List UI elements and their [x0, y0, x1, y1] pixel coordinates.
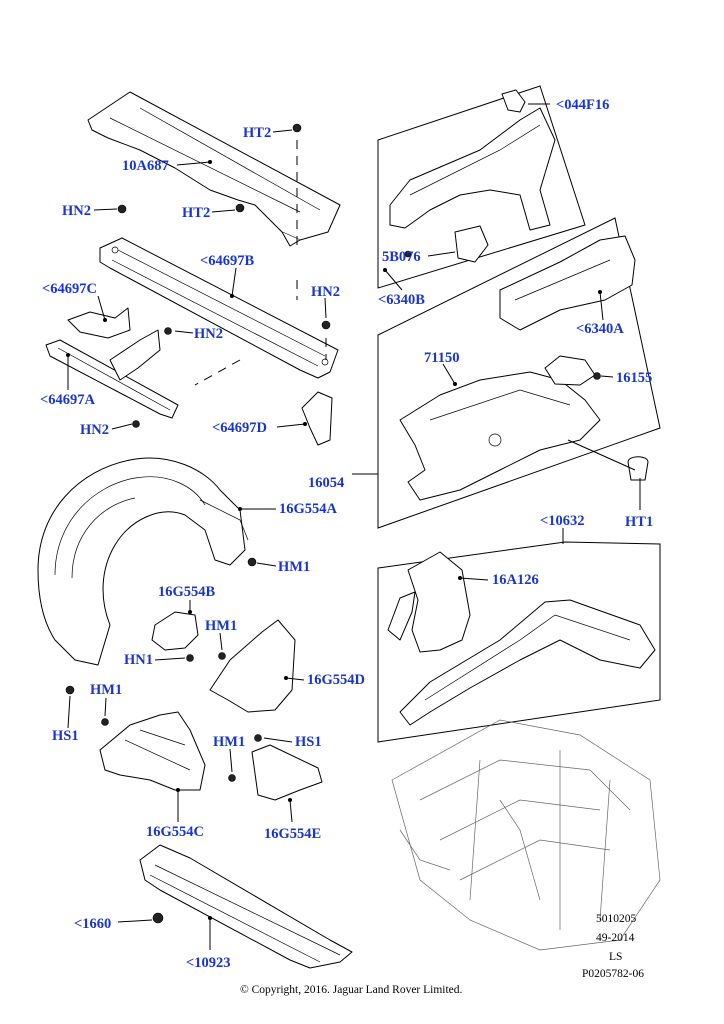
reference-codes: 5010205 49-2014 LS P0205782-06	[582, 913, 644, 980]
cap-HT1	[627, 456, 649, 481]
label-16G554A: 16G554A	[279, 501, 338, 517]
label-HN1: HN1	[124, 652, 153, 668]
group-box-16054	[377, 217, 661, 529]
copyright-notice: © Copyright, 2016. Jaguar Land Rover Lim…	[240, 984, 463, 996]
ref-code-3: LS	[609, 951, 622, 963]
leader-lines	[66, 103, 641, 950]
label-HN2-a: HN2	[62, 203, 91, 219]
ref-code-2: 49-2014	[596, 932, 635, 944]
group-box-10632	[377, 541, 661, 743]
label-HT1: HT1	[625, 514, 653, 530]
bracket-5B076	[454, 225, 489, 263]
label-16054: 16054	[308, 475, 344, 491]
label-6340A: <6340A	[576, 321, 624, 337]
side-member-10632	[399, 599, 656, 726]
bracket-16G554B	[151, 611, 199, 651]
label-64697B: <64697B	[200, 253, 255, 269]
reinforcement-16A126	[387, 551, 471, 653]
label-64697D: <64697D	[212, 420, 267, 436]
label-HT2-upper: HT2	[243, 125, 271, 141]
ref-code-1: 5010205	[596, 913, 637, 925]
lower-member-64697A	[45, 329, 179, 419]
bracket-64697D	[301, 391, 333, 446]
clip-044F16	[501, 89, 526, 113]
vehicle-structure-background	[391, 719, 661, 951]
label-71150: 71150	[424, 350, 459, 366]
label-16A126: 16A126	[492, 572, 539, 588]
label-16155: 16155	[616, 370, 652, 386]
splash-16G554C	[99, 711, 206, 791]
label-HN2-d: HN2	[80, 422, 109, 438]
label-HM1-b: HM1	[205, 618, 237, 634]
cross-member-64697B	[99, 237, 339, 379]
label-HS1-a: HS1	[52, 728, 79, 744]
fasteners	[65, 123, 601, 924]
label-HT2-lower: HT2	[182, 205, 210, 221]
crossmember-10923	[139, 844, 353, 969]
label-16G554E: 16G554E	[264, 826, 321, 842]
assembly-lines	[194, 140, 636, 471]
rail-6340A	[499, 235, 636, 331]
label-HN2-c: HN2	[311, 284, 340, 300]
label-1660: <1660	[74, 916, 111, 932]
label-16G554C: 16G554C	[146, 824, 204, 840]
wheel-arch-liner-16G554A	[37, 457, 249, 666]
ref-code-4: P0205782-06	[582, 968, 644, 980]
label-HS1-b: HS1	[295, 734, 322, 750]
label-10632: <10632	[540, 513, 585, 529]
upper-rail-6340B	[389, 107, 556, 231]
label-10923: <10923	[186, 955, 231, 971]
label-64697A: <64697A	[40, 392, 96, 408]
label-5B076: 5B076	[382, 249, 421, 265]
label-044F16: <044F16	[556, 97, 609, 113]
label-10A687: 10A687	[122, 158, 169, 174]
cowl-panel-10A687	[87, 91, 341, 247]
label-64697C: <64697C	[42, 281, 97, 297]
label-16G554D: 16G554D	[307, 672, 365, 688]
label-HM1-d: HM1	[213, 734, 245, 750]
bracket-16155	[544, 355, 596, 386]
label-HM1-a: HM1	[278, 559, 310, 575]
part-labels: <044F16 HT2 10A687 HT2 HN2 <64697B 5B076…	[40, 97, 653, 971]
bracket-64697C	[67, 307, 131, 339]
label-16G554B: 16G554B	[158, 584, 216, 600]
panel-16G554D	[209, 619, 296, 713]
label-HN2-b: HN2	[194, 326, 223, 342]
panel-16G554E	[251, 744, 323, 801]
label-HM1-c: HM1	[90, 682, 122, 698]
group-box-outline-6340B	[377, 85, 586, 289]
housing-71150	[399, 371, 601, 501]
label-6340B: <6340B	[378, 292, 425, 308]
